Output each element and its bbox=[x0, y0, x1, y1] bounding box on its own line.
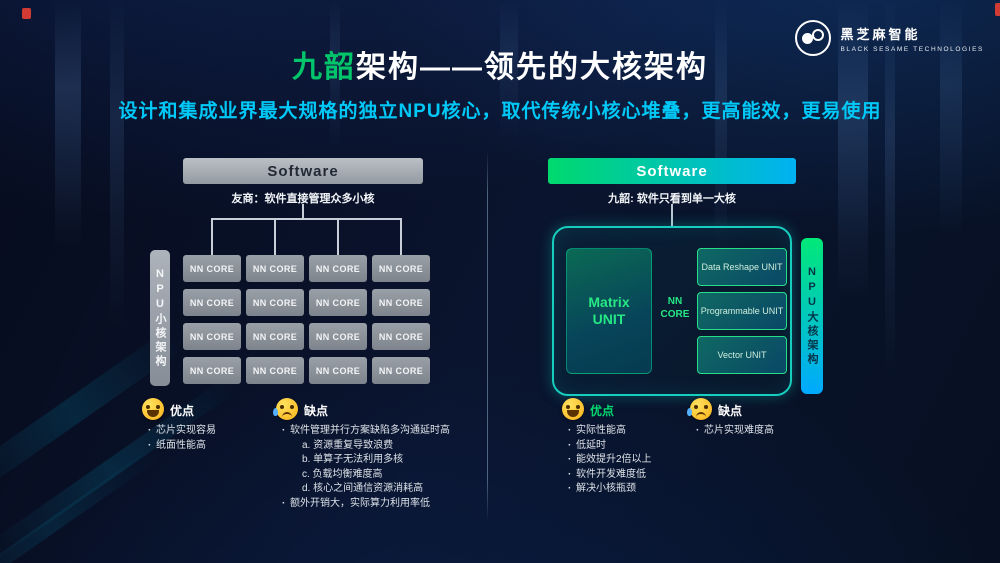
connector-line bbox=[302, 204, 304, 218]
left-caption: 友商：软件直接管理众多小核 bbox=[231, 193, 375, 205]
happy-face-icon bbox=[142, 398, 164, 420]
npu-big-core-side-label: NPU大核架构 bbox=[801, 238, 823, 394]
nn-core-cell: NN CORE bbox=[246, 323, 304, 350]
tear-icon bbox=[273, 408, 278, 416]
nn-core-cell: NN CORE bbox=[246, 289, 304, 316]
nn-core-cell: NN CORE bbox=[309, 357, 367, 384]
programmable-unit-label: Programmable UNIT bbox=[700, 305, 784, 316]
vector-unit-label: Vector UNIT bbox=[717, 349, 767, 360]
connector-line bbox=[337, 218, 339, 255]
matrix-unit-label: Matrix UNIT bbox=[588, 294, 630, 327]
left-pros-list: 芯片实现容易 纸面性能高 bbox=[146, 424, 216, 453]
subtitle: 设计和集成业界最大规格的独立NPU核心，取代传统小核心堆叠，更高能效，更易使用 bbox=[118, 101, 882, 122]
nn-core-cell: NN CORE bbox=[309, 289, 367, 316]
right-pros-list: 实际性能高 低延时 能效提升2倍以上 软件开发难度低 解决小核瓶颈 bbox=[566, 424, 652, 497]
list-item: 软件管理并行方案缺陷多沟通延时高 bbox=[280, 424, 485, 439]
title-rest: 架构——领先的大核架构 bbox=[356, 51, 708, 84]
list-item: 解决小核瓶颈 bbox=[566, 482, 652, 497]
list-item: c. 负载均衡难度高 bbox=[302, 468, 383, 480]
right-caption: 九韶: 软件只看到单一大核 bbox=[608, 193, 736, 205]
list-item: d. 核心之间通信资源消耗高 bbox=[302, 483, 424, 494]
corner-marker-left bbox=[22, 8, 31, 19]
logo-name-en: BLACK SESAME TECHNOLOGIES bbox=[840, 45, 984, 53]
connector-line bbox=[274, 218, 276, 255]
nn-core-cell: NN CORE bbox=[372, 357, 430, 384]
list-item: 纸面性能高 bbox=[146, 439, 216, 454]
data-reshape-unit-box: Data Reshape UNIT bbox=[697, 248, 787, 286]
list-item: 软件开发难度低 bbox=[566, 468, 652, 483]
company-logo: 黑芝麻智能 BLACK SESAME TECHNOLOGIES bbox=[795, 20, 984, 56]
happy-face-icon bbox=[562, 398, 584, 420]
right-cons-list: 芯片实现难度高 bbox=[694, 424, 774, 439]
connector-line bbox=[400, 218, 402, 255]
connector-line bbox=[211, 218, 402, 220]
logo-text: 黑芝麻智能 BLACK SESAME TECHNOLOGIES bbox=[840, 24, 984, 53]
nn-core-cell: NN CORE bbox=[183, 289, 241, 316]
logo-name-cn: 黑芝麻智能 bbox=[840, 26, 921, 42]
nn-core-cell: NN CORE bbox=[309, 323, 367, 350]
nn-core-cell: NN CORE bbox=[183, 255, 241, 282]
nn-core-cell: NN CORE bbox=[372, 289, 430, 316]
title-highlight: 九韶 bbox=[292, 51, 356, 84]
nn-core-cell: NN CORE bbox=[372, 255, 430, 282]
software-bar-left: Software bbox=[183, 158, 423, 184]
list-item: 芯片实现容易 bbox=[146, 424, 216, 439]
nn-core-cell: NN CORE bbox=[246, 255, 304, 282]
vector-unit-box: Vector UNIT bbox=[697, 336, 787, 374]
nn-core-grid: NN CORE NN CORE NN CORE NN CORE NN CORE … bbox=[183, 255, 430, 384]
list-item: 实际性能高 bbox=[566, 424, 652, 439]
nn-core-label: NN CORE bbox=[660, 296, 690, 320]
left-cons-list: 软件管理并行方案缺陷多沟通延时高 a. 资源重复导致浪费 b. 单算子无法利用多… bbox=[280, 424, 485, 511]
nn-core-cell: NN CORE bbox=[246, 357, 304, 384]
center-divider bbox=[487, 150, 488, 522]
connector-line bbox=[671, 204, 673, 226]
nn-core-cell: NN CORE bbox=[183, 323, 241, 350]
nn-core-cell: NN CORE bbox=[309, 255, 367, 282]
right-cons-title: 缺点 bbox=[718, 404, 743, 418]
page-title: 九韶架构——领先的大核架构 bbox=[0, 42, 1000, 86]
list-item: 能效提升2倍以上 bbox=[566, 453, 652, 468]
software-bar-right: Software bbox=[548, 158, 796, 184]
left-cons-title: 缺点 bbox=[304, 404, 329, 418]
list-item: a. 资源重复导致浪费 bbox=[302, 439, 394, 451]
programmable-unit-box: Programmable UNIT bbox=[697, 292, 787, 330]
tear-icon bbox=[687, 408, 692, 416]
list-item: 芯片实现难度高 bbox=[694, 424, 774, 439]
list-item: b. 单算子无法利用多核 bbox=[302, 454, 404, 465]
black-sesame-logo-icon bbox=[795, 20, 832, 56]
list-item: 额外开销大，实际算力利用率低 bbox=[280, 497, 485, 512]
data-reshape-unit-label: Data Reshape UNIT bbox=[701, 261, 783, 272]
connector-line bbox=[211, 218, 213, 255]
left-pros-title: 优点 bbox=[170, 404, 195, 418]
corner-marker-right bbox=[995, 3, 1000, 16]
right-pros-title: 优点 bbox=[590, 404, 615, 418]
list-item: 低延时 bbox=[566, 439, 652, 454]
matrix-unit-box: Matrix UNIT bbox=[566, 248, 652, 374]
nn-core-cell: NN CORE bbox=[183, 357, 241, 384]
npu-small-core-side-label: NPU小核架构 bbox=[150, 250, 170, 386]
sad-face-icon bbox=[273, 398, 298, 420]
nn-core-cell: NN CORE bbox=[372, 323, 430, 350]
sad-face-icon bbox=[687, 398, 712, 420]
